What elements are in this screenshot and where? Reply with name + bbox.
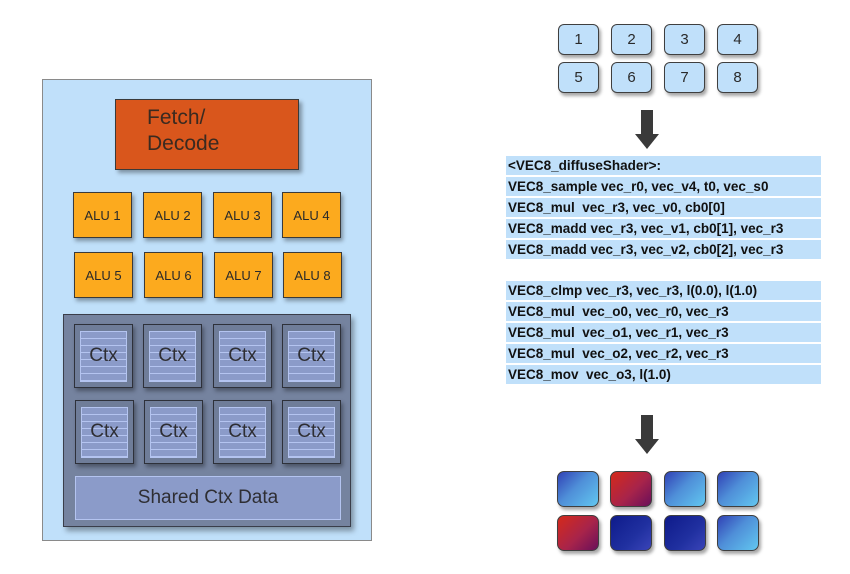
- alu-unit: ALU 1: [73, 192, 132, 238]
- input-fragment-number: 1: [574, 31, 583, 48]
- execution-context: Ctx: [74, 324, 133, 388]
- alu-unit: ALU 7: [214, 252, 273, 298]
- input-fragment-number: 7: [680, 69, 689, 86]
- execution-context: Ctx: [282, 400, 341, 464]
- instruction-line: VEC8_clmp vec_r3, vec_r3, l(0.0), l(1.0): [506, 281, 821, 300]
- context-label: Ctx: [158, 345, 187, 366]
- shader-label-line: <VEC8_diffuseShader>:: [506, 156, 821, 175]
- context-register-stripes: [219, 331, 266, 382]
- shared-context-data: Shared Ctx Data: [75, 476, 341, 520]
- output-fragment-dark-blue: [610, 515, 652, 551]
- output-fragment-light-blue: [717, 515, 759, 551]
- instruction-line: VEC8_mul vec_o1, vec_r1, vec_r3: [506, 323, 821, 342]
- context-register-stripes: [81, 407, 128, 458]
- shared-context-label: Shared Ctx Data: [137, 487, 279, 508]
- context-register-stripes: [150, 407, 197, 458]
- output-fragment-light-blue: [717, 471, 759, 507]
- fetch-decode-label-line1: Fetch/: [147, 106, 206, 129]
- context-label: Ctx: [89, 345, 118, 366]
- input-fragment: 2: [611, 24, 652, 55]
- alu-label: ALU 5: [85, 267, 122, 283]
- output-fragment-light-blue: [664, 471, 706, 507]
- output-fragment-red: [610, 471, 652, 507]
- alu-unit: ALU 5: [74, 252, 133, 298]
- context-register-stripes: [149, 331, 196, 382]
- input-fragment: 1: [558, 24, 599, 55]
- instruction-line: VEC8_madd vec_r3, vec_v2, cb0[2], vec_r3: [506, 240, 821, 259]
- instruction-line: VEC8_mul vec_o0, vec_r0, vec_r3: [506, 302, 821, 321]
- alu-label: ALU 4: [293, 207, 330, 223]
- input-fragment-number: 6: [627, 69, 636, 86]
- alu-label: ALU 2: [154, 207, 191, 223]
- execution-context: Ctx: [213, 400, 272, 464]
- input-fragment-number: 2: [627, 31, 636, 48]
- alu-unit: ALU 8: [283, 252, 342, 298]
- execution-context: Ctx: [282, 324, 341, 388]
- input-fragment-number: 3: [680, 31, 689, 48]
- fetch-decode-unit: Fetch/ Decode: [115, 99, 299, 170]
- context-register-stripes: [288, 407, 335, 458]
- output-fragment-dark-blue: [664, 515, 706, 551]
- input-fragment: 3: [664, 24, 705, 55]
- output-fragment-red: [557, 515, 599, 551]
- input-fragment: 4: [717, 24, 758, 55]
- instruction-line: VEC8_mul vec_o2, vec_r2, vec_r3: [506, 344, 821, 363]
- context-label: Ctx: [159, 421, 188, 442]
- context-label: Ctx: [297, 421, 326, 442]
- context-label: Ctx: [90, 421, 119, 442]
- fetch-decode-label-line2: Decode: [147, 132, 220, 155]
- context-register-stripes: [80, 331, 127, 382]
- output-fragment-light-blue: [557, 471, 599, 507]
- alu-label: ALU 7: [225, 267, 262, 283]
- input-fragment-number: 4: [733, 31, 742, 48]
- alu-unit: ALU 2: [143, 192, 202, 238]
- input-fragment: 5: [558, 62, 599, 93]
- alu-label: ALU 8: [294, 267, 331, 283]
- input-fragment-number: 5: [574, 69, 583, 86]
- execution-context: Ctx: [143, 324, 202, 388]
- context-label: Ctx: [228, 345, 257, 366]
- alu-label: ALU 6: [155, 267, 192, 283]
- down-arrow-icon: [635, 415, 659, 454]
- instruction-line: VEC8_mov vec_o3, l(1.0): [506, 365, 821, 384]
- input-fragment: 6: [611, 62, 652, 93]
- execution-context: Ctx: [144, 400, 203, 464]
- alu-unit: ALU 6: [144, 252, 203, 298]
- instruction-line: VEC8_sample vec_r0, vec_v4, t0, vec_s0: [506, 177, 821, 196]
- instruction-line: VEC8_mul vec_r3, vec_v0, cb0[0]: [506, 198, 821, 217]
- context-register-stripes: [219, 407, 266, 458]
- input-fragment-number: 8: [733, 69, 742, 86]
- alu-label: ALU 3: [224, 207, 261, 223]
- input-fragment: 7: [664, 62, 705, 93]
- alu-unit: ALU 3: [213, 192, 272, 238]
- context-label: Ctx: [297, 345, 326, 366]
- input-fragment: 8: [717, 62, 758, 93]
- execution-context: Ctx: [213, 324, 272, 388]
- instruction-line: VEC8_madd vec_r3, vec_v1, cb0[1], vec_r3: [506, 219, 821, 238]
- context-label: Ctx: [228, 421, 257, 442]
- alu-label: ALU 1: [84, 207, 121, 223]
- down-arrow-icon: [635, 110, 659, 149]
- alu-unit: ALU 4: [282, 192, 341, 238]
- execution-context: Ctx: [75, 400, 134, 464]
- context-register-stripes: [288, 331, 335, 382]
